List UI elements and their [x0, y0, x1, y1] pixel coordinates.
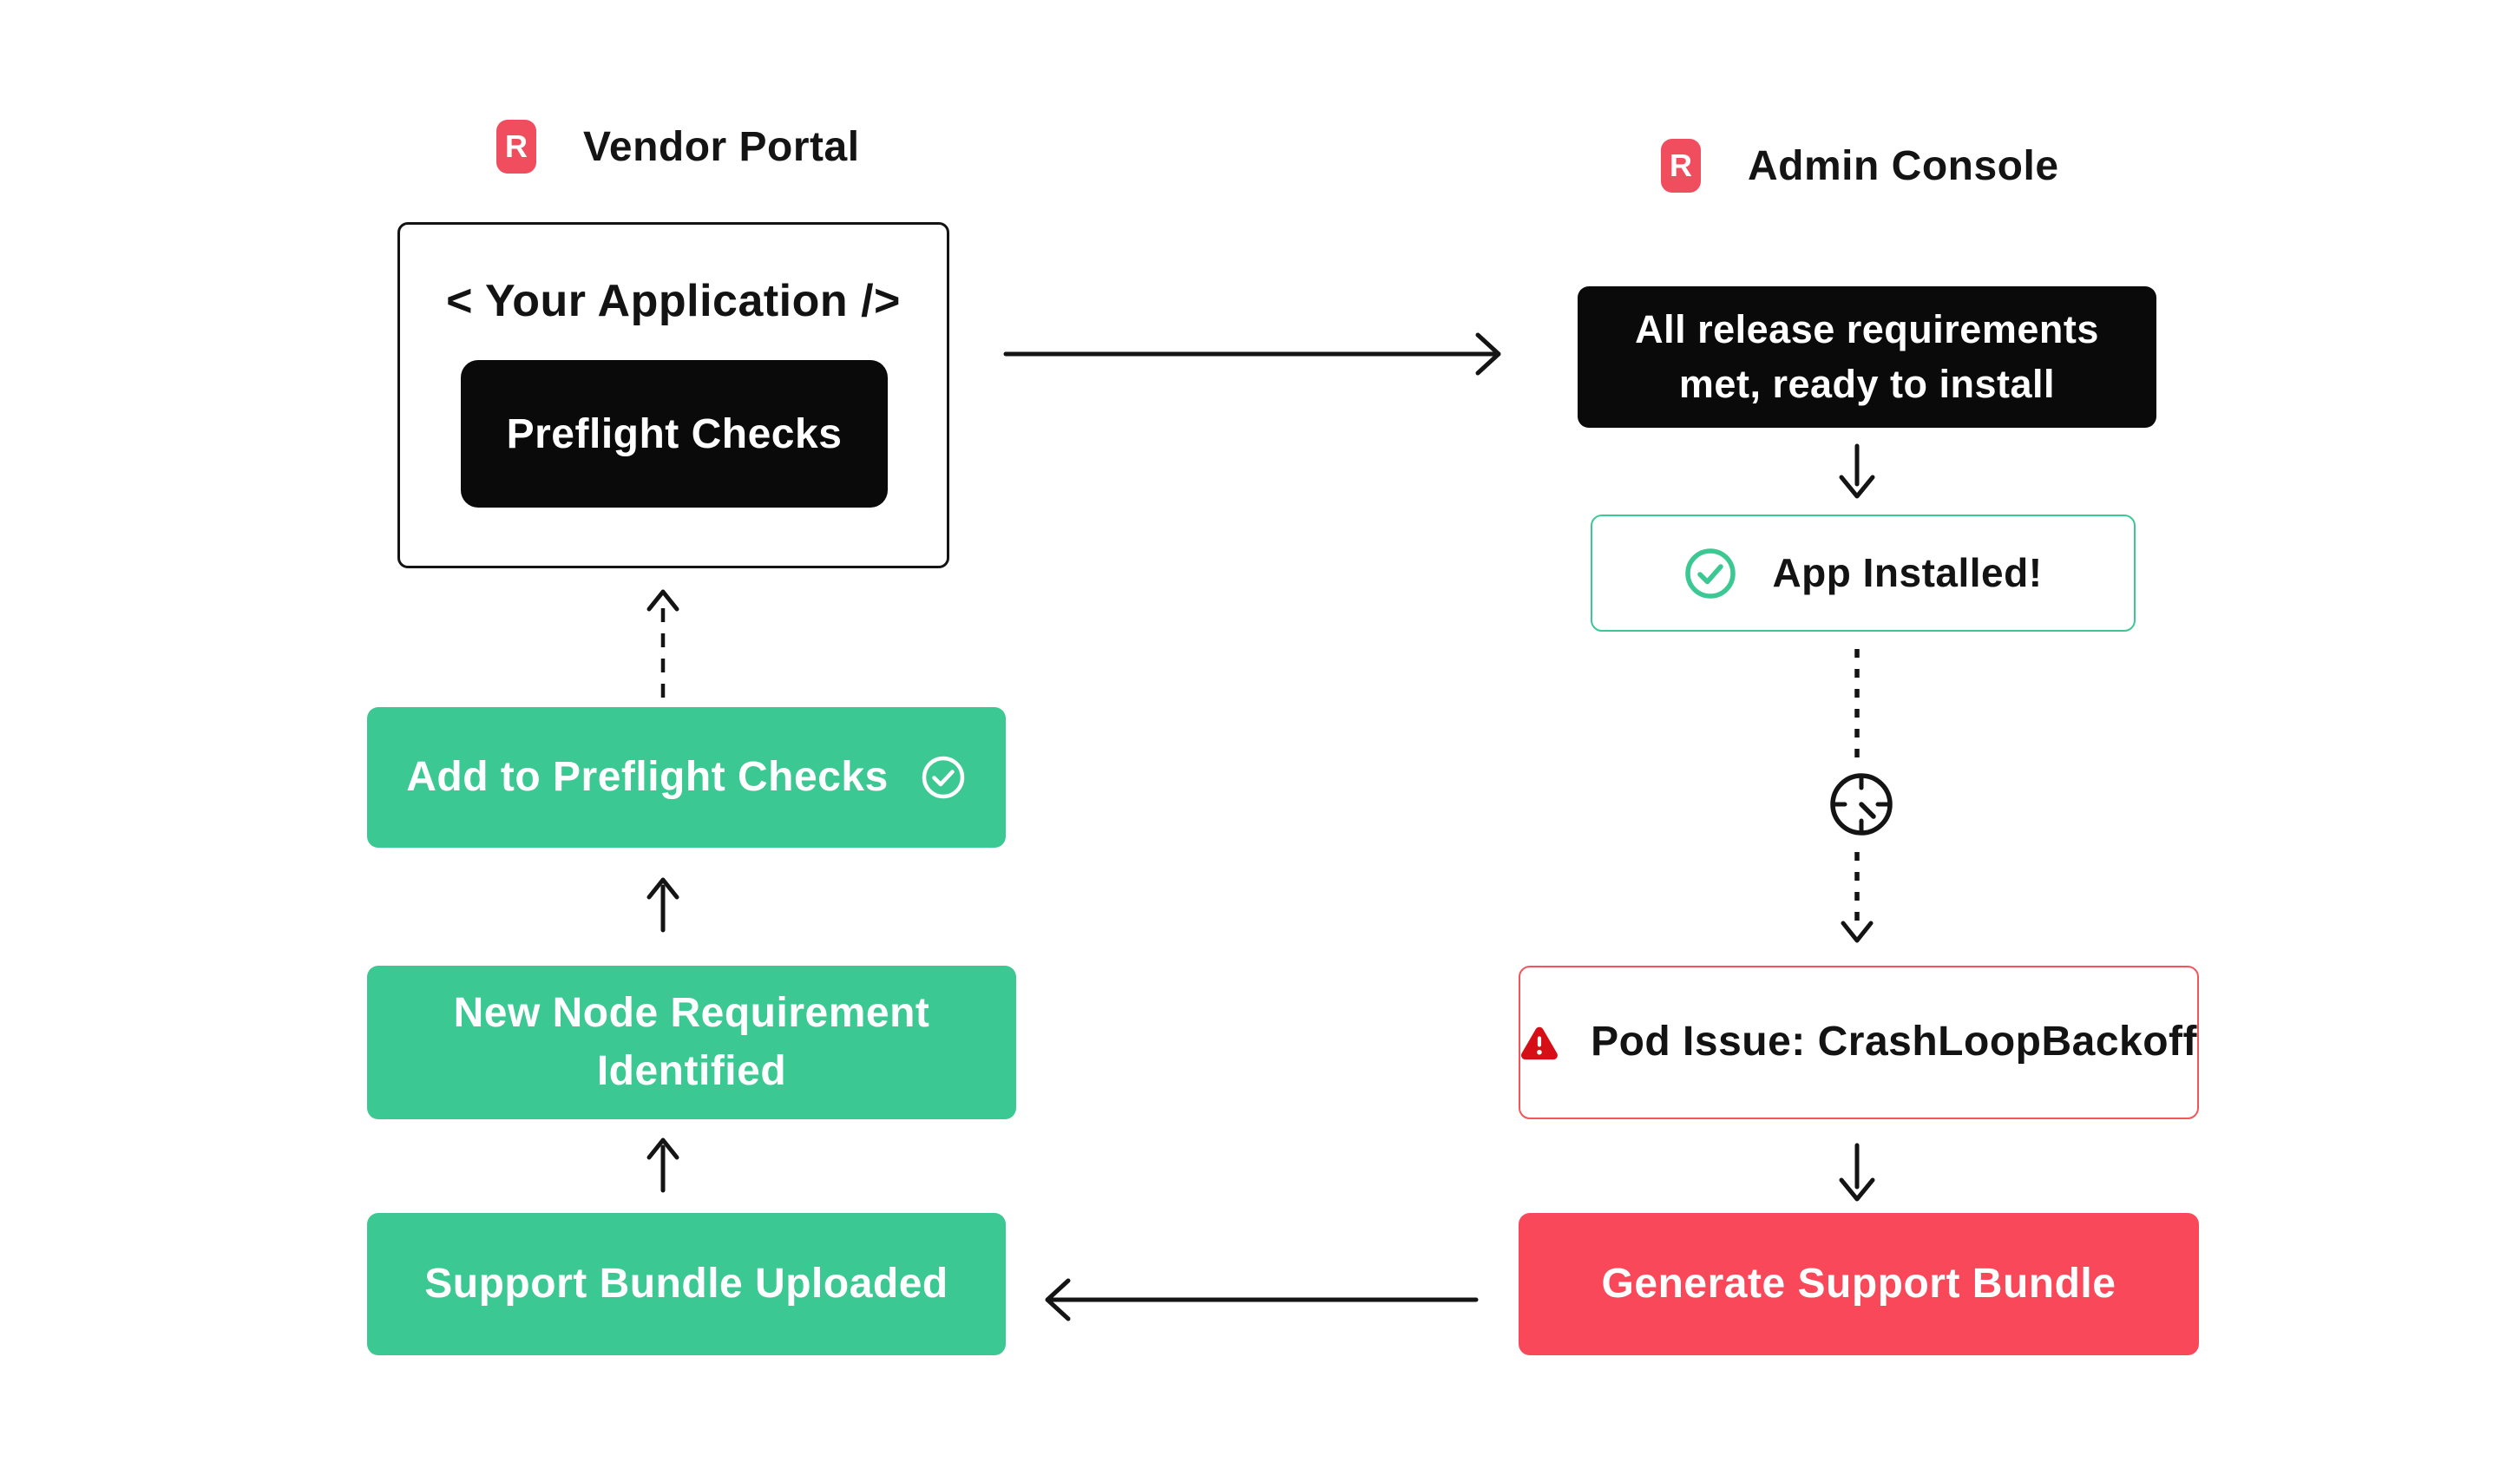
logo-letter: R [1670, 148, 1692, 183]
dotted-line-icon [1854, 649, 1860, 765]
vendor-portal-header: R Vendor Portal [496, 120, 860, 174]
pod-issue-box: Pod Issue: CrashLoopBackoff [1519, 966, 2199, 1119]
admin-console-title: Admin Console [1748, 142, 2059, 189]
support-bundle-uploaded-box: Support Bundle Uploaded [367, 1213, 1006, 1355]
arrow-right-icon [1003, 332, 1501, 376]
generate-support-bundle-button: Generate Support Bundle [1519, 1213, 2199, 1355]
generate-support-bundle-label: Generate Support Bundle [1601, 1260, 2116, 1307]
dotted-arrow-down-icon [1841, 852, 1874, 943]
new-node-line-2: Identified [596, 1047, 787, 1094]
pod-issue-label: Pod Issue: CrashLoopBackoff [1591, 1019, 2197, 1065]
add-to-preflight-label: Add to Preflight Checks [406, 753, 889, 800]
release-line-1: All release requirements [1635, 307, 2099, 352]
warning-triangle-icon [1521, 1026, 1558, 1059]
arrow-down-icon [1839, 443, 1875, 499]
arrow-down-icon [1839, 1143, 1875, 1202]
admin-console-header: R Admin Console [1661, 139, 2059, 193]
your-application-box: < Your Application /> Preflight Checks [397, 222, 949, 568]
new-node-line-1: New Node Requirement [453, 990, 930, 1037]
arrow-left-icon [1045, 1278, 1479, 1321]
arrow-up-icon [646, 877, 679, 933]
replicated-r-icon: R [496, 120, 536, 174]
add-to-preflight-box: Add to Preflight Checks [367, 707, 1006, 848]
dashed-arrow-up-icon [646, 589, 679, 698]
new-node-requirement-box: New Node Requirement Identified [367, 966, 1016, 1119]
preflight-checks-label: Preflight Checks [506, 410, 843, 457]
arrow-up-icon [646, 1137, 679, 1193]
your-application-title: < Your Application /> [446, 276, 901, 326]
vendor-portal-title: Vendor Portal [583, 123, 860, 170]
release-line-2: met, ready to install [1678, 361, 2056, 406]
replicated-r-icon: R [1661, 139, 1701, 193]
check-circle-icon [1685, 547, 1736, 599]
release-requirements-box: All release requirements met, ready to i… [1578, 286, 2156, 428]
clock-icon [1830, 773, 1893, 836]
check-circle-icon [922, 756, 965, 799]
support-bundle-uploaded-label: Support Bundle Uploaded [424, 1260, 948, 1307]
preflight-checks-button: Preflight Checks [461, 360, 888, 508]
logo-letter: R [505, 128, 528, 164]
app-installed-box: App Installed! [1591, 515, 2136, 632]
app-installed-label: App Installed! [1772, 549, 2043, 595]
